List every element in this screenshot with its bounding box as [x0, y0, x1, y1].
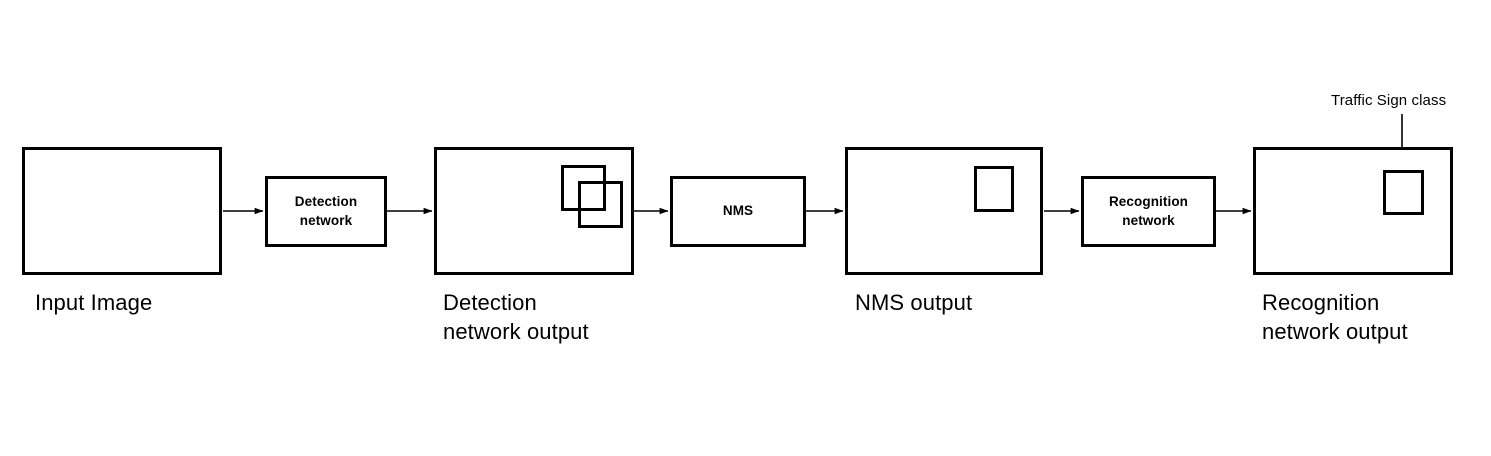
detection-network-label-line2: network [299, 212, 353, 228]
merged-box [974, 166, 1014, 212]
candidate-box-2 [578, 181, 623, 228]
recognition-network-box[interactable]: Recognition network [1081, 176, 1216, 247]
input-image-frame [22, 147, 222, 275]
input-image-caption: Input Image [35, 290, 153, 315]
nms-box[interactable]: NMS [670, 176, 806, 247]
detection-network-label-line1: Detection [294, 194, 358, 210]
detection-network-label: Detection network [295, 193, 357, 229]
nms-output-frame [845, 147, 1043, 275]
nms-label: NMS [722, 203, 754, 219]
detection-network-output-frame [434, 147, 634, 275]
detection-network-box[interactable]: Detection network [265, 176, 387, 247]
candidate-box-1 [561, 165, 606, 211]
recognition-network-output-frame [1253, 147, 1453, 275]
nms-output-caption: NMS output [855, 290, 973, 315]
recognition-network-label: Recognition network [1109, 193, 1188, 229]
recognition-network-label-line2: network [1122, 212, 1175, 228]
recognition-network-output-caption: Recognition network output [1262, 290, 1408, 345]
detection-network-output-caption: Detection network output [443, 290, 589, 345]
classified-box [1383, 170, 1424, 215]
traffic-sign-class-annotation: Traffic Sign class [1331, 92, 1447, 109]
recognition-network-label-line1: Recognition [1108, 194, 1189, 210]
